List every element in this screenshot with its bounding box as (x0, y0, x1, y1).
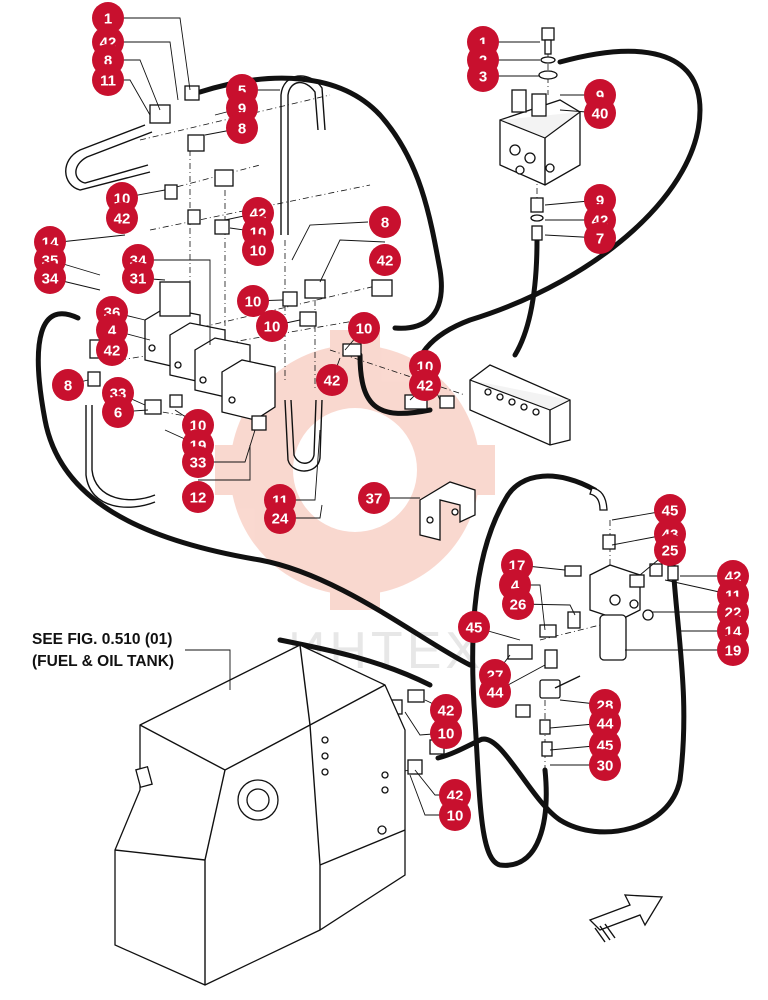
callout-number: 26 (510, 597, 527, 614)
reference-note-line2: (FUEL & OIL TANK) (32, 653, 174, 670)
callout-number: 12 (190, 490, 207, 507)
callout-number: 42 (104, 343, 121, 360)
callout-number: 6 (114, 405, 122, 422)
callout-number: 42 (438, 703, 455, 720)
callout-number: 42 (324, 373, 341, 390)
callout-badge-10: 10 (237, 285, 269, 317)
callout-number: 9 (596, 88, 604, 105)
callout-number: 30 (597, 758, 614, 775)
callout-number: 9 (238, 101, 246, 118)
callout-number: 34 (42, 271, 59, 288)
callout-badge-30: 30 (589, 749, 621, 781)
callout-number: 8 (104, 53, 112, 70)
callout-number: 44 (597, 716, 614, 733)
callout-badge-7: 7 (584, 222, 616, 254)
rigid-pipes (65, 75, 326, 508)
callout-badge-8: 8 (369, 206, 401, 238)
callout-number: 1 (479, 35, 487, 52)
callout-badge-10: 10 (430, 717, 462, 749)
callout-badge-42: 42 (106, 202, 138, 234)
callout-number: 7 (596, 231, 604, 248)
fuel-oil-tank (114, 644, 406, 986)
callout-badge-42: 42 (316, 364, 348, 396)
callout-number: 8 (64, 378, 72, 395)
callout-number: 19 (725, 643, 742, 660)
callout-number: 3 (479, 69, 487, 86)
filter-block (589, 534, 645, 661)
callout-number: 42 (377, 253, 394, 270)
callout-badge-34: 34 (34, 262, 66, 294)
direction-arrow-icon (588, 894, 664, 943)
callout-number: 44 (487, 685, 504, 702)
callout-number: 45 (466, 620, 483, 637)
callout-number: 1 (104, 11, 112, 28)
control-valve (499, 89, 581, 186)
callout-number: 10 (245, 294, 262, 311)
callout-badge-8: 8 (52, 369, 84, 401)
mounting-bracket (419, 481, 476, 541)
callout-badge-42: 42 (369, 244, 401, 276)
callout-number: 25 (662, 543, 679, 560)
callout-number: 8 (238, 121, 246, 138)
solenoid-valve-stack (144, 281, 276, 431)
callout-number: 37 (366, 491, 383, 508)
callout-badge-11: 11 (92, 64, 124, 96)
callout-badge-45: 45 (654, 494, 686, 526)
callout-number: 10 (447, 808, 464, 825)
callout-badge-42: 42 (409, 369, 441, 401)
callout-badge-24: 24 (264, 502, 296, 534)
callout-badge-45: 45 (458, 611, 490, 643)
hydraulic-hoses (35, 48, 703, 868)
callout-number: 10 (438, 726, 455, 743)
callout-badge-42: 42 (96, 334, 128, 366)
valve-fittings (530, 197, 544, 241)
callout-badge-25: 25 (654, 534, 686, 566)
callout-number: 31 (130, 271, 147, 288)
callout-number: 40 (592, 106, 609, 123)
callout-badge-19: 19 (717, 634, 749, 666)
callout-number: 24 (272, 511, 289, 528)
callout-badge-8: 8 (226, 112, 258, 144)
callout-number: 10 (250, 243, 267, 260)
callout-badge-10: 10 (439, 799, 471, 831)
callout-badge-1: 1 (92, 2, 124, 34)
callout-number: 5 (238, 83, 246, 100)
callout-number: 45 (662, 503, 679, 520)
valve-bolt (538, 27, 558, 80)
distribution-manifold (469, 364, 571, 446)
callout-badge-12: 12 (182, 481, 214, 513)
callout-number: 42 (114, 211, 131, 228)
callout-badge-10: 10 (242, 234, 274, 266)
callout-badge-6: 6 (102, 396, 134, 428)
callout-badge-44: 44 (479, 676, 511, 708)
callout-number: 11 (100, 73, 116, 90)
callout-badge-37: 37 (358, 482, 390, 514)
callout-number: 33 (190, 455, 207, 472)
callout-badge-33: 33 (182, 446, 214, 478)
callout-badge-42: 42 (430, 694, 462, 726)
callout-badge-3: 3 (467, 60, 499, 92)
callout-badge-40: 40 (584, 97, 616, 129)
callout-badge-10: 10 (256, 310, 288, 342)
callout-number: 4 (108, 323, 117, 340)
callout-number: 42 (417, 378, 434, 395)
callout-number: 10 (356, 321, 373, 338)
callout-number: 9 (596, 193, 604, 210)
callout-badge-31: 31 (122, 262, 154, 294)
callout-badges: 1428115981239409427104242101014353434313… (34, 2, 749, 831)
callout-number: 4 (511, 578, 520, 595)
callout-number: 10 (264, 319, 281, 336)
reference-note-line1: SEE FIG. 0.510 (01) (32, 631, 172, 648)
callout-badge-26: 26 (502, 588, 534, 620)
misc-fittings (87, 85, 679, 775)
callout-badge-44: 44 (589, 707, 621, 739)
callout-badge-10: 10 (348, 312, 380, 344)
callout-number: 8 (381, 215, 389, 232)
